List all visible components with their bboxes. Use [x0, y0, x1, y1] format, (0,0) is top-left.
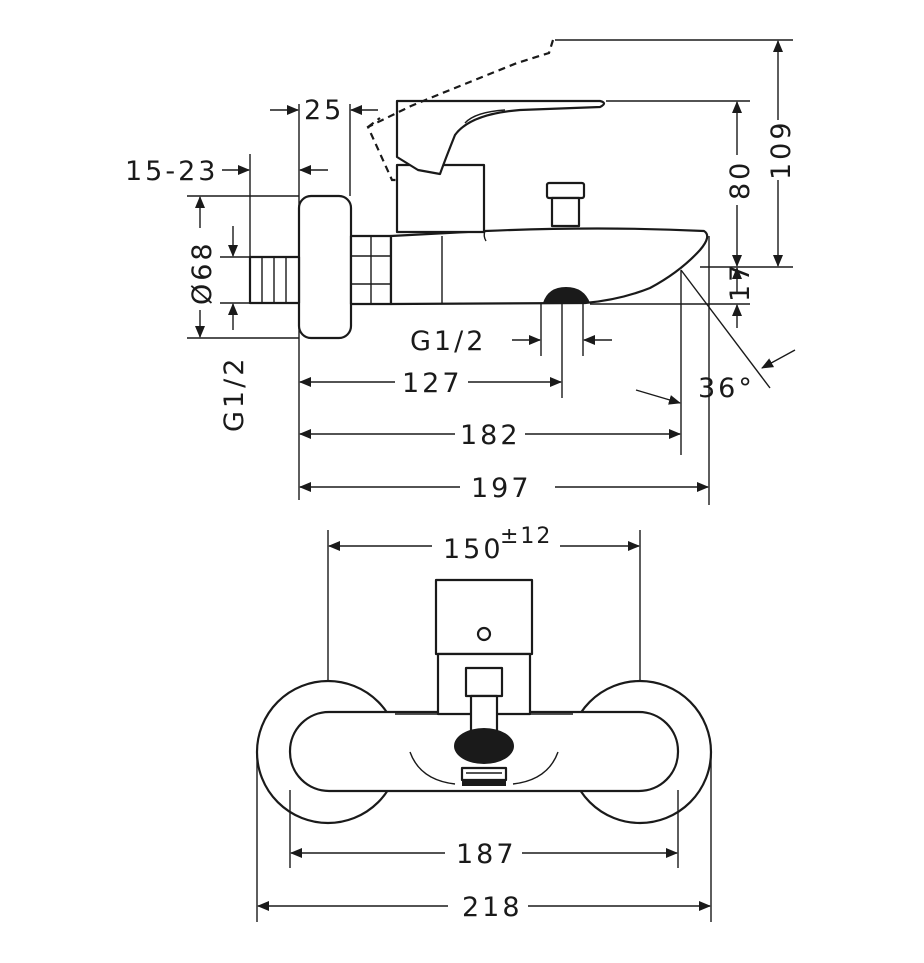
dim-218: 218: [462, 892, 523, 923]
front-aerator: [454, 728, 514, 764]
dim-17: 17: [725, 262, 756, 302]
dim-187: 187: [456, 839, 517, 870]
dim-150: 150: [443, 534, 504, 565]
aerator: [543, 287, 590, 303]
front-view: 150 ±12 187 218: [255, 524, 713, 923]
dim-angle-36: 36°: [698, 373, 755, 404]
dim-127: 127: [402, 368, 463, 399]
front-diverter: [464, 666, 504, 698]
dim-80: 80: [725, 160, 756, 200]
dim-182: 182: [460, 420, 521, 451]
dim-g12-spout: G1/2: [410, 326, 486, 357]
dim-diameter-68: Ø68: [187, 240, 218, 305]
mixer-body: [389, 227, 709, 306]
dim-109: 109: [766, 119, 797, 180]
front-indicator: [476, 626, 492, 642]
wall-flange: [297, 194, 353, 340]
side-view: 25 15-23 Ø68 G1/2 G1/2 127 182 197 109: [125, 39, 797, 505]
dim-25: 25: [304, 95, 344, 126]
lever-handle: [395, 99, 606, 176]
diverter-knob: [545, 181, 586, 200]
front-housing: [434, 578, 534, 656]
dim-150-tolerance: ±12: [500, 524, 552, 549]
dim-197: 197: [471, 473, 532, 504]
cartridge-housing: [395, 163, 486, 234]
dim-15-23: 15-23: [125, 156, 218, 187]
dim-g12-inlet: G1/2: [219, 356, 250, 432]
handle-open-position: [366, 39, 555, 182]
